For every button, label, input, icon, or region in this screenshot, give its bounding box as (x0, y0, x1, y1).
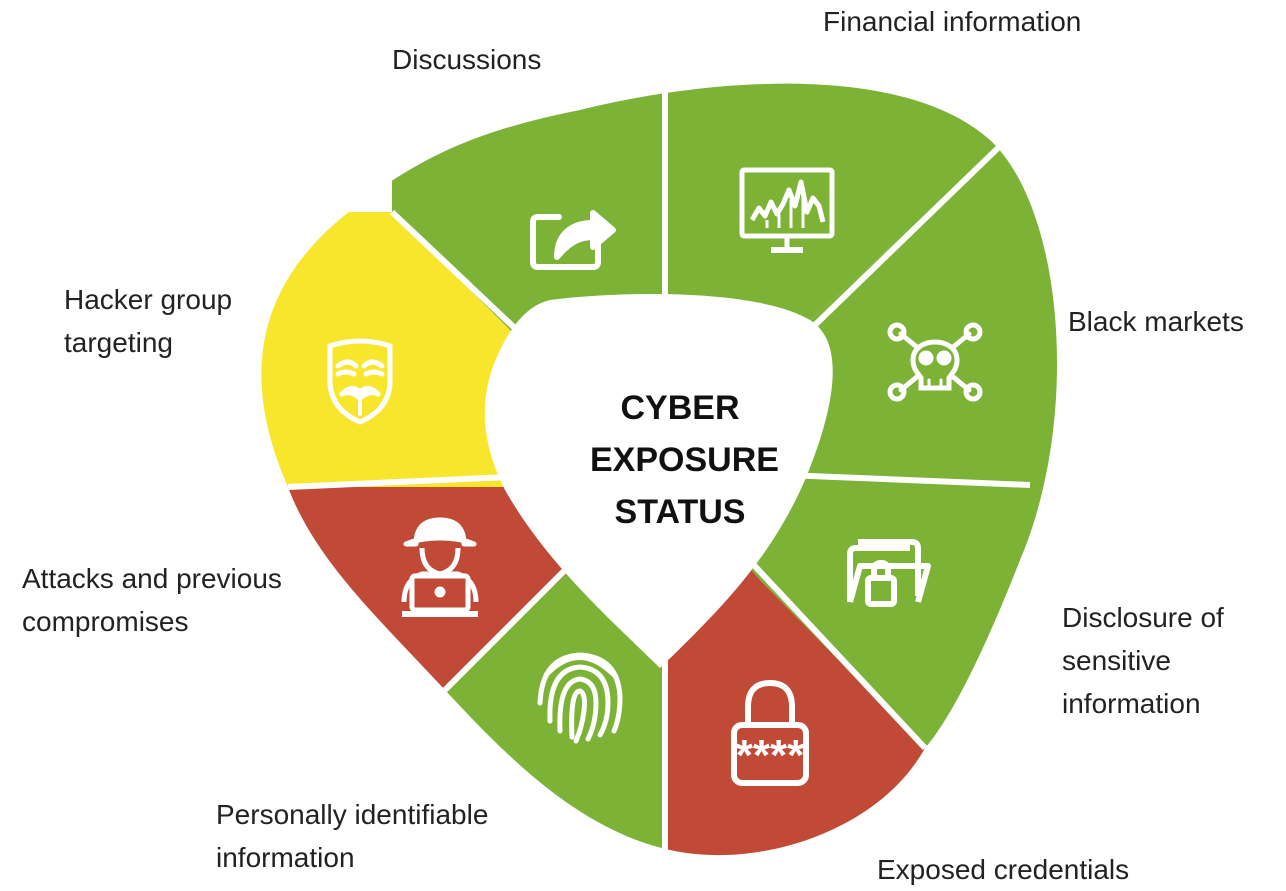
label-discussions: Discussions (392, 44, 542, 75)
anonymous-mask-icon (327, 338, 393, 425)
label-exposed-credentials: Exposed credentials (877, 854, 1130, 885)
center-title: CYBER EXPOSURE STATUS (590, 389, 779, 531)
label-hacker-group-targeting: Hacker group targeting (64, 284, 233, 358)
segment-financial-information (665, 83, 1058, 470)
folder-lock-icon (847, 539, 931, 607)
share-icon (530, 210, 616, 270)
label-black-markets: Black markets (1068, 306, 1244, 337)
hacker-laptop-icon (401, 517, 479, 617)
center-badge (484, 294, 833, 668)
fingerprint-icon (537, 652, 623, 744)
svg-text:****: **** (736, 731, 805, 780)
monitor-chart-icon (739, 167, 835, 253)
label-financial-information: Financial information (823, 6, 1082, 37)
skull-crossbones-icon (887, 322, 983, 402)
label-personally-identifiable-information: Personally identifiable information (216, 799, 489, 873)
label-disclosure-of-sensitive-information: Disclosure of sensitive information (1062, 602, 1224, 719)
padlock-password-icon: **** (731, 679, 809, 786)
label-attacks-and-previous-compromises: Attacks and previous compromises (22, 563, 282, 637)
